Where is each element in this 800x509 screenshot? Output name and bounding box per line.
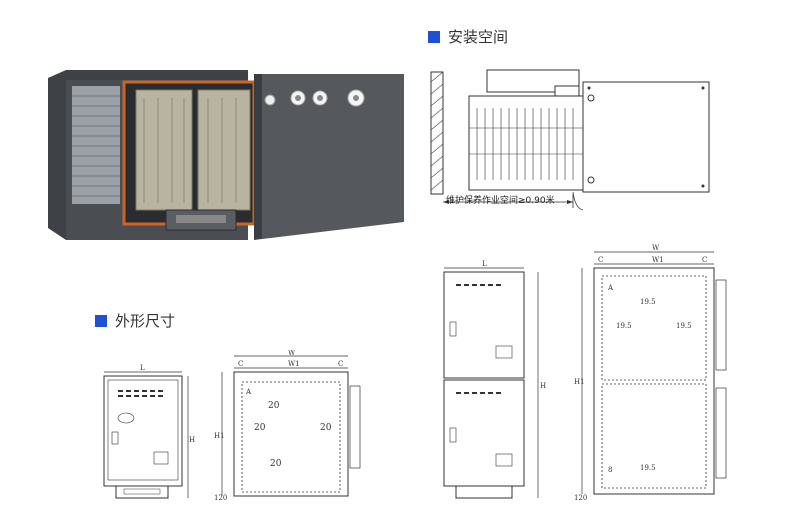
double-unit-front-view: L H bbox=[443, 260, 546, 499]
svg-text:C: C bbox=[598, 256, 603, 264]
svg-text:W1: W1 bbox=[288, 360, 300, 368]
double-unit-section-view: W W1 C C A 19.5 19.5 19.5 19.5 8 H1 120 bbox=[574, 244, 727, 502]
dim-label-H: H bbox=[189, 436, 195, 444]
svg-text:19.5: 19.5 bbox=[640, 464, 656, 472]
product-photo bbox=[48, 70, 404, 240]
svg-text:A: A bbox=[245, 388, 252, 396]
bullet-square-icon bbox=[428, 30, 440, 43]
single-unit-front-view: L H bbox=[103, 364, 195, 499]
svg-text:120: 120 bbox=[574, 494, 587, 502]
svg-text:C: C bbox=[338, 360, 343, 368]
svg-text:H: H bbox=[540, 382, 546, 390]
install-space-title: 安装空间 bbox=[448, 28, 509, 46]
install-space-drawing bbox=[430, 69, 710, 211]
svg-text:W1: W1 bbox=[652, 256, 664, 264]
dimensions-heading: 外形尺寸 bbox=[95, 310, 175, 331]
svg-text:A: A bbox=[607, 284, 614, 292]
svg-text:C: C bbox=[702, 256, 707, 264]
svg-text:19.5: 19.5 bbox=[640, 298, 656, 306]
svg-text:19.5: 19.5 bbox=[616, 322, 632, 330]
svg-text:H1: H1 bbox=[214, 432, 225, 440]
bullet-square-icon bbox=[95, 314, 107, 327]
svg-text:W: W bbox=[652, 244, 660, 252]
dim-20-right: 20 bbox=[320, 423, 332, 433]
dim-20-left: 20 bbox=[254, 423, 266, 433]
svg-text:19.5: 19.5 bbox=[676, 322, 692, 330]
svg-text:L: L bbox=[482, 260, 487, 268]
svg-text:8: 8 bbox=[608, 466, 612, 474]
dimensions-title: 外形尺寸 bbox=[115, 312, 176, 330]
svg-text:C: C bbox=[238, 360, 243, 368]
install-space-heading: 安装空间 bbox=[428, 26, 508, 47]
svg-text:120: 120 bbox=[214, 494, 227, 502]
dim-20-top: 20 bbox=[268, 401, 280, 411]
maintenance-space-label: 维护保养作业空间≥0.90米 bbox=[446, 196, 555, 206]
single-unit-section-view: W W1 C C A 20 20 20 20 H1 120 bbox=[214, 350, 361, 502]
svg-text:W: W bbox=[288, 350, 296, 357]
svg-text:H1: H1 bbox=[574, 378, 585, 386]
dim-20-bottom: 20 bbox=[270, 459, 282, 469]
dim-label-L: L bbox=[140, 364, 145, 372]
